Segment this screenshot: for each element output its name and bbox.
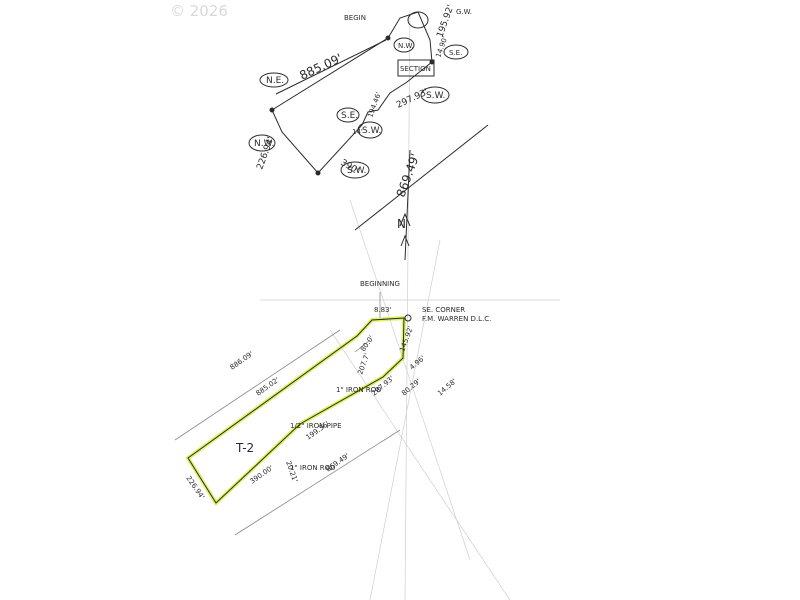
bottom-labels: BEGINNING SE. CORNER F.M. WARREN D.L.C. … bbox=[184, 280, 491, 501]
nw-small-tag bbox=[393, 37, 415, 53]
iron-rod-label-1: 1" IRON ROD bbox=[336, 386, 382, 394]
north-arrow-head bbox=[399, 212, 411, 227]
ne-label: N.E. bbox=[266, 76, 284, 86]
begin-label: BEGIN bbox=[344, 14, 366, 22]
gw-label: G.W. bbox=[456, 8, 472, 16]
sw2-circle-tag bbox=[420, 86, 450, 104]
ne-distance: 885.09' bbox=[297, 51, 344, 83]
dist-207-label: 207.7' bbox=[356, 352, 371, 375]
se-circle-tag bbox=[336, 107, 360, 123]
north-arrow-head-2 bbox=[400, 234, 410, 247]
sw-long-distance: 869.49' bbox=[394, 152, 423, 199]
north-label: N bbox=[397, 217, 406, 231]
dist-4-label: 4.96' bbox=[408, 354, 427, 371]
dist-195-label: 195.92' bbox=[435, 4, 456, 39]
top-parcel-outline bbox=[271, 11, 433, 174]
dist-80-label: 80.0' bbox=[359, 334, 376, 353]
sw2-label: S.W. bbox=[426, 91, 445, 101]
sw-circle-tag bbox=[357, 121, 383, 139]
nw-label: N.W. bbox=[254, 139, 274, 149]
dist-14-58-label: 14.58' bbox=[436, 377, 458, 397]
sw-label: S.W. bbox=[362, 126, 381, 136]
corner-marker bbox=[404, 314, 412, 322]
top-corner-n bbox=[385, 35, 391, 41]
dist-80b-label: 80.29' bbox=[400, 377, 422, 397]
se-distance: 14' bbox=[352, 128, 363, 136]
sw-circle-tag-2 bbox=[340, 161, 370, 179]
corner-label-2: F.M. WARREN D.L.C. bbox=[422, 315, 491, 323]
dist-145-label: 145.92' bbox=[398, 325, 415, 353]
copyright-watermark: © 2026 bbox=[170, 2, 228, 20]
nw-circle-tag-2 bbox=[248, 134, 276, 152]
nw-small-label: N.W. bbox=[398, 42, 414, 50]
beginning-label: BEGINNING bbox=[360, 280, 400, 288]
se2-circle-tag bbox=[443, 44, 469, 60]
dim-869-line bbox=[234, 429, 401, 536]
sw2-distance: 297.93' bbox=[395, 87, 430, 110]
top-corner-nw bbox=[269, 107, 275, 113]
se2-label: S.E. bbox=[449, 49, 462, 57]
sw-label-2: S.W. bbox=[347, 166, 366, 176]
top-labels: BEGIN N.E. 885.09' N.W. 226.94' S.E. 14'… bbox=[254, 4, 472, 231]
section-bracket bbox=[397, 59, 435, 77]
sw-long-dimension-line bbox=[354, 124, 489, 231]
nw-circle-tag bbox=[259, 72, 289, 88]
ne-dimension-line bbox=[275, 39, 387, 95]
sw-distance-194: 194.46' bbox=[366, 91, 383, 119]
top-corner-sw bbox=[315, 170, 321, 176]
section-bracket-label: SECTION bbox=[400, 65, 431, 73]
north-arrow-line bbox=[404, 149, 411, 261]
dim-80-line bbox=[354, 339, 371, 353]
dist-8-label: 8.83' bbox=[374, 306, 392, 314]
top-sketch bbox=[248, 11, 489, 261]
corner-label-1: SE. CORNER bbox=[422, 306, 465, 314]
iron-rod-label-2: 1" IRON ROD bbox=[290, 464, 336, 472]
se-label: S.E. bbox=[341, 111, 358, 121]
bottom-sketch bbox=[174, 292, 412, 536]
top-corner-se bbox=[429, 59, 435, 65]
construction-lines bbox=[260, 9, 560, 600]
t2-parcel-outline bbox=[187, 317, 405, 504]
parcel-label: T-2 bbox=[235, 441, 254, 455]
dim-886-line bbox=[174, 329, 341, 441]
center-tag bbox=[407, 11, 429, 29]
iron-pipe-label: 1/2" IRON PIPE bbox=[290, 422, 342, 430]
dist-886-label: 886.09' bbox=[229, 350, 255, 372]
